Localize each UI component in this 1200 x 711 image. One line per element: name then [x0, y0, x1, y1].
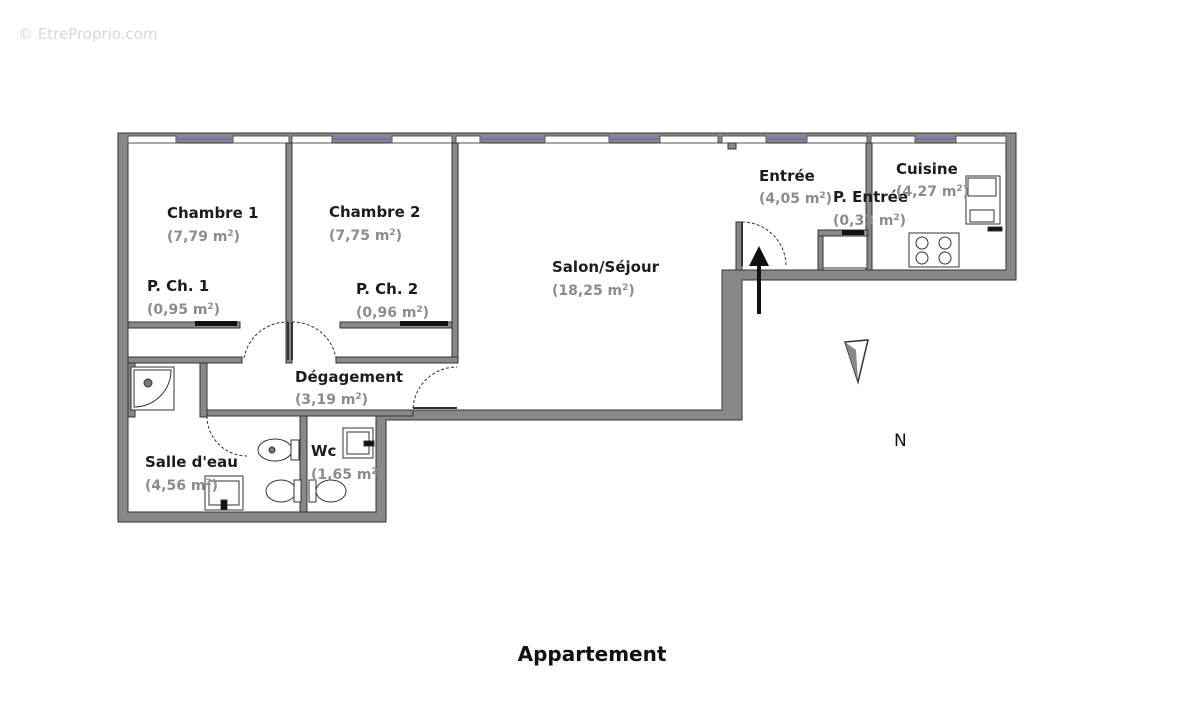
room-p-ch-1: P. Ch. 1 (0,95 m2): [147, 277, 220, 318]
room-chambre-1: Chambre 1 (7,79 m2): [167, 204, 258, 245]
room-area: (1,65 m2): [311, 467, 384, 483]
room-p-ch-2: P. Ch. 2 (0,96 m2): [356, 280, 429, 321]
room-name: Chambre 2: [329, 203, 420, 221]
washbasin-icon: [204, 475, 244, 511]
wc-toilet-icon: [308, 479, 347, 503]
room-name: Dégagement: [295, 368, 403, 386]
room-area: (4,05 m2): [759, 191, 832, 207]
room-name: P. Entrée: [833, 188, 908, 206]
cooktop-icon: [908, 232, 960, 268]
room-degagement: Dégagement (3,19 m2): [295, 368, 403, 408]
plan-caption: Appartement: [517, 642, 667, 666]
toilet-icon: [265, 479, 302, 503]
closet-doors: [195, 230, 864, 326]
room-name: Salle d'eau: [145, 453, 238, 471]
room-name: Wc: [311, 442, 336, 460]
interior-walls: [127, 142, 873, 513]
outer-wall: [117, 132, 1017, 523]
room-wc: Wc (1,65 m2): [311, 442, 384, 483]
room-area: (0,33 m2): [833, 213, 906, 229]
north-arrow-icon: [843, 339, 869, 385]
door-leaves: [287, 222, 743, 409]
windows: [127, 135, 1007, 144]
room-chambre-2: Chambre 2 (7,75 m2): [329, 203, 420, 244]
room-cuisine: Cuisine (4,27 m2): [896, 160, 969, 200]
shower-icon: [130, 366, 175, 411]
kitchen-sink-icon: [965, 175, 1003, 232]
bidet-icon: [257, 438, 300, 462]
room-salon-sejour: Salon/Séjour (18,25 m2): [552, 258, 660, 299]
room-p-entree: P. Entrée (0,33 m2): [833, 188, 908, 229]
wc-basin-icon: [342, 427, 375, 459]
room-name: Chambre 1: [167, 204, 258, 222]
room-area: (7,75 m2): [329, 228, 402, 244]
room-entree: Entrée (4,05 m2): [759, 167, 832, 207]
room-area: (18,25 m2): [552, 283, 635, 299]
room-name: P. Ch. 1: [147, 277, 209, 295]
entry-closet-box: [822, 235, 868, 269]
room-area: (0,96 m2): [356, 305, 429, 321]
room-area: (0,95 m2): [147, 302, 220, 318]
door-swings: [206, 221, 787, 457]
room-area: (4,27 m2): [896, 184, 969, 200]
room-name: Entrée: [759, 167, 815, 185]
entrance-arrow-icon: [749, 246, 769, 314]
room-name: P. Ch. 2: [356, 280, 418, 298]
watermark: © EtreProprio.com: [18, 25, 158, 43]
room-area: (4,56 m2): [145, 478, 218, 494]
room-area: (7,79 m2): [167, 229, 240, 245]
room-name: Cuisine: [896, 160, 958, 178]
room-salle-d-eau: Salle d'eau (4,56 m2): [145, 453, 238, 494]
room-name: Salon/Séjour: [552, 258, 660, 276]
room-area: (3,19 m2): [295, 392, 368, 408]
north-label: N: [894, 431, 907, 451]
